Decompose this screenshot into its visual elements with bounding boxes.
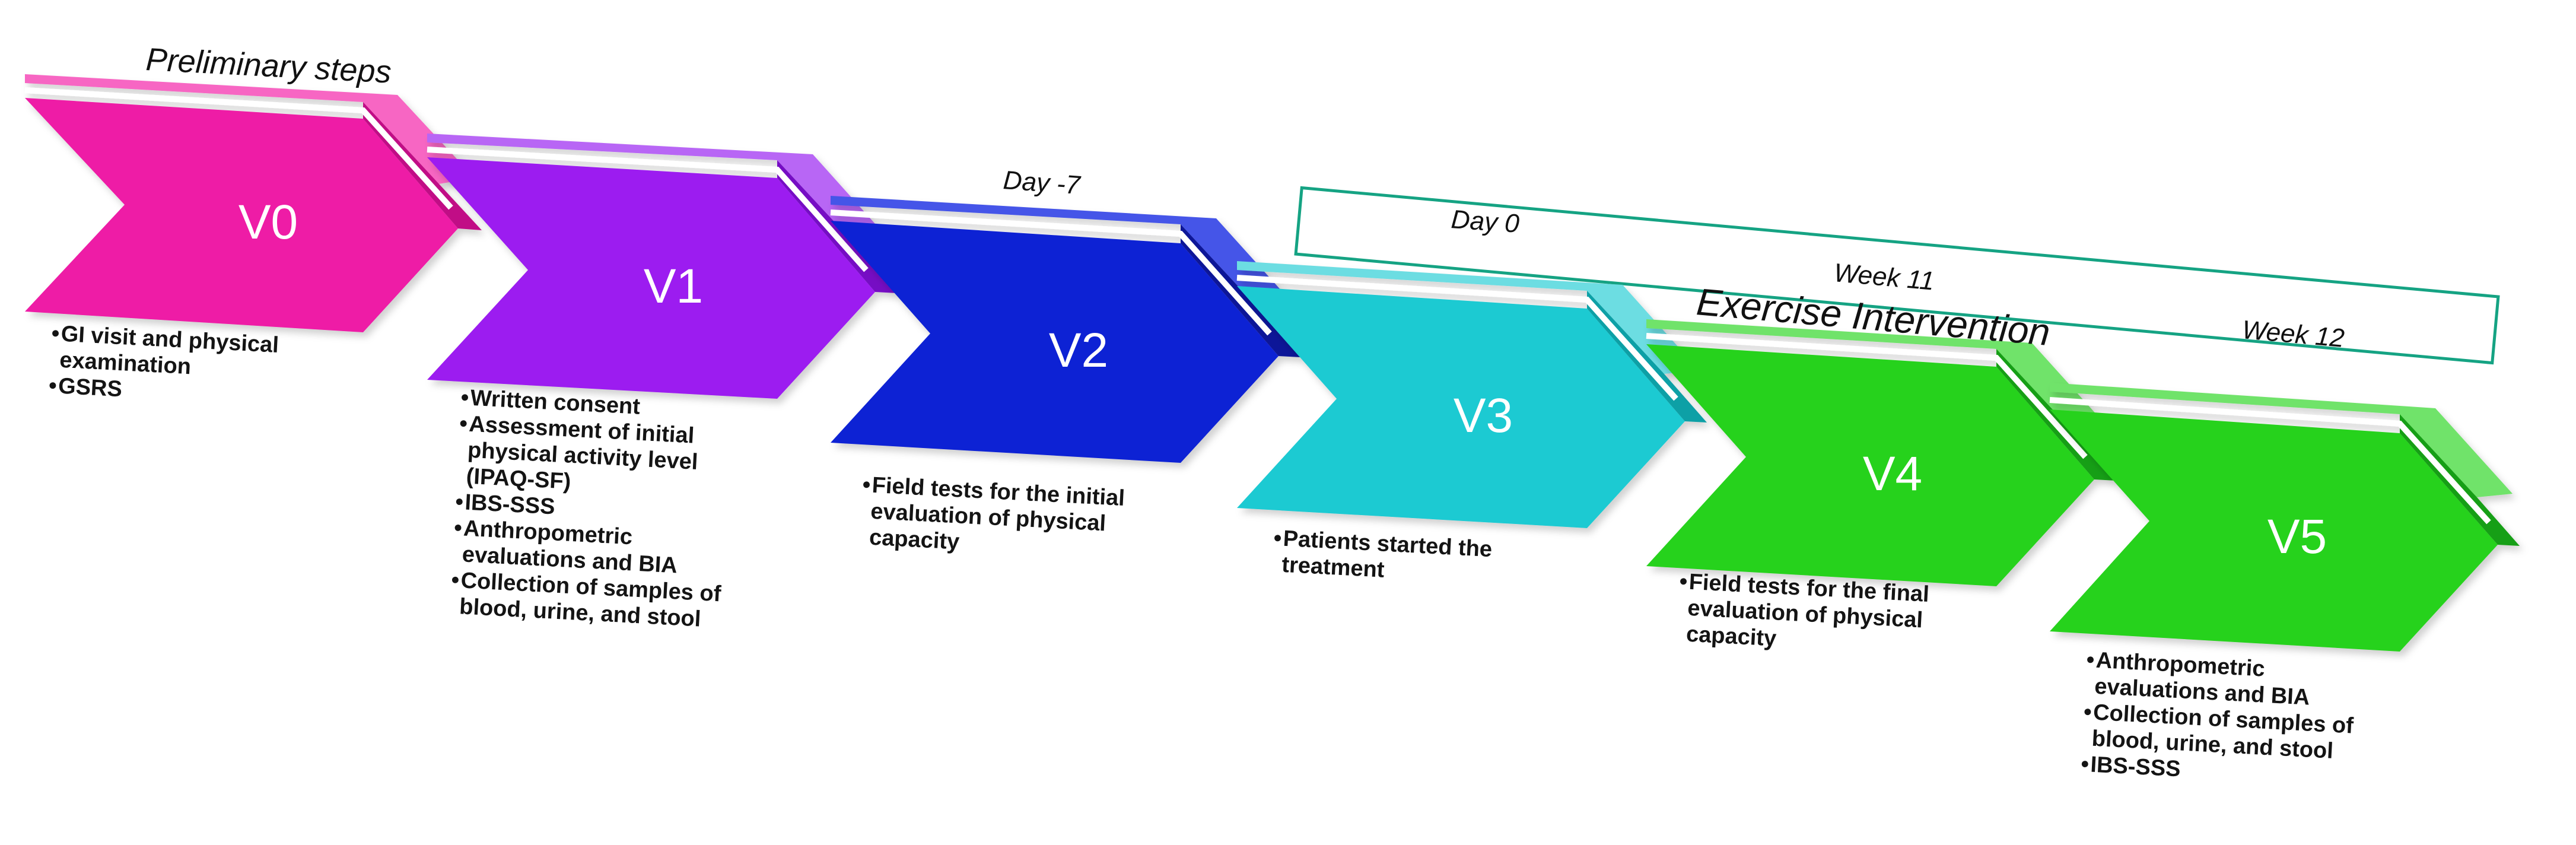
v1-bullet-list: Written consent Assessment of initial ph…	[449, 385, 731, 633]
v4-bullet-list: Field tests for the final evaluation of …	[1676, 568, 1930, 660]
chevron-v2-side	[1181, 224, 1300, 357]
list-item: Field tests for the initial evaluation o…	[859, 472, 1125, 564]
chevron-v5-top	[2050, 383, 2513, 497]
chevron-v3-top	[1237, 261, 1700, 374]
week12-label: Week 12	[2241, 315, 2345, 353]
chevron-v3-side	[1587, 291, 1707, 422]
v5-bullet-list: Anthropometric evaluations and BIA Colle…	[2080, 647, 2356, 792]
chevron-v3	[1236, 261, 1707, 528]
chevron-v0	[24, 74, 482, 332]
v5-label: V5	[2267, 510, 2327, 564]
chevron-v1-face	[427, 157, 875, 399]
chevron-v5-side	[2400, 414, 2520, 546]
chevron-v0-face	[25, 98, 458, 332]
list-item: Assessment of initial physical activity …	[456, 411, 730, 503]
chevron-v4-top	[1646, 319, 2109, 432]
preliminary-steps-label: Preliminary steps	[145, 42, 392, 90]
v1-label: V1	[644, 259, 703, 313]
day0-label: Day 0	[1450, 205, 1521, 239]
chevron-v1	[427, 134, 897, 399]
list-item: Field tests for the final evaluation of …	[1676, 568, 1930, 660]
v0-bullet-list: GI visit and physical examination GSRS	[48, 320, 279, 411]
chevron-v2-face	[831, 221, 1279, 463]
chevron-v5-face	[2050, 409, 2498, 652]
chevron-v0-side	[363, 102, 482, 230]
intervention-box	[1294, 186, 2500, 365]
chevron-v2	[830, 196, 1300, 463]
chevron-v2-top	[831, 196, 1293, 307]
v0-label: V0	[238, 195, 298, 249]
chevron-v1-top	[427, 134, 890, 243]
v2-label: V2	[1049, 323, 1108, 377]
chevron-v4-face	[1646, 344, 2094, 586]
chevron-v0-top	[25, 74, 475, 184]
v4-label: V4	[1863, 447, 1922, 501]
chevron-v3-face	[1237, 286, 1685, 528]
day-minus7-label: Day -7	[1002, 166, 1082, 200]
chevron-v5	[2049, 383, 2520, 652]
week11-label: Week 11	[1833, 258, 1935, 296]
v2-bullet-list: Field tests for the initial evaluation o…	[859, 472, 1125, 564]
v3-label: V3	[1454, 389, 1513, 443]
